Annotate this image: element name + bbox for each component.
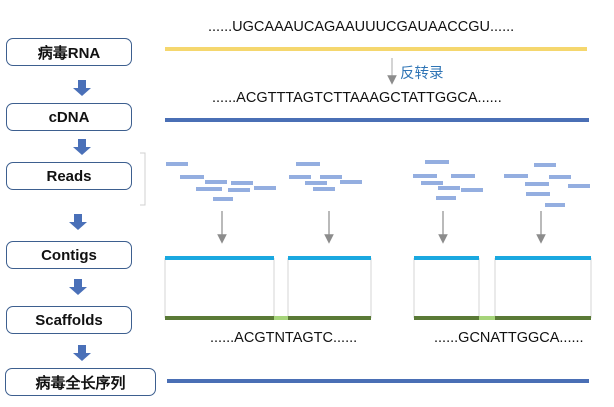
read-fragment xyxy=(461,188,483,192)
read-fragment xyxy=(425,160,449,164)
step-contigs: Contigs xyxy=(6,241,132,269)
read-fragment xyxy=(289,175,311,179)
read-fragment xyxy=(320,175,342,179)
contig-bar xyxy=(414,256,479,260)
read-fragment xyxy=(421,181,443,185)
read-fragment xyxy=(205,180,227,184)
scaffold-gap xyxy=(274,316,288,320)
read-fragment xyxy=(180,175,204,179)
read-fragment xyxy=(231,181,253,185)
step-viral-rna: 病毒RNA xyxy=(6,38,132,66)
scaffold-bar xyxy=(165,316,274,320)
step-arrow-4 xyxy=(69,279,87,295)
step-arrow-5 xyxy=(73,345,91,361)
scaffold-right-sequence-text: ......GCNATTGGCA...... xyxy=(434,330,584,346)
scaffold-bar xyxy=(414,316,479,320)
read-fragment xyxy=(451,174,475,178)
step-arrow-3 xyxy=(69,214,87,230)
read-fragment xyxy=(196,187,222,191)
contigs xyxy=(165,256,591,260)
scaffolds xyxy=(165,316,591,320)
contig-bar xyxy=(288,256,371,260)
read-fragment xyxy=(436,196,456,200)
read-fragment xyxy=(313,187,335,191)
contig-bar xyxy=(495,256,591,260)
step-arrows xyxy=(69,80,91,361)
step-cdna: cDNA xyxy=(6,103,132,131)
read-fragment xyxy=(254,186,276,190)
step-arrow-2 xyxy=(73,139,91,155)
read-fragment xyxy=(296,162,320,166)
scaffold-bar xyxy=(495,316,591,320)
scaffold-bar xyxy=(288,316,371,320)
reads-to-contigs-arrows xyxy=(217,211,546,244)
step-full-genome: 病毒全长序列 xyxy=(5,368,156,396)
read-fragment xyxy=(568,184,590,188)
read-fragment xyxy=(534,163,556,167)
step-reads: Reads xyxy=(6,162,132,190)
read-fragment xyxy=(166,162,188,166)
read-fragment xyxy=(525,182,549,186)
reverse-transcription-label: 反转录 xyxy=(400,66,444,82)
step-arrow-1 xyxy=(73,80,91,96)
read-fragment xyxy=(213,197,233,201)
read-fragment xyxy=(438,186,460,190)
read-fragment xyxy=(549,175,571,179)
reads-bracket xyxy=(140,152,146,206)
reads-group xyxy=(166,160,590,207)
rna-sequence-text: ......UGCAAAUCAGAAUUUCGAUAACCGU...... xyxy=(208,19,515,35)
scaffold-left-sequence-text: ......ACGTNTAGTC...... xyxy=(210,330,358,346)
read-fragment xyxy=(305,181,327,185)
read-fragment xyxy=(545,203,565,207)
read-fragment xyxy=(526,192,550,196)
step-scaffolds: Scaffolds xyxy=(6,306,132,334)
scaffold-gap xyxy=(479,316,495,320)
read-fragment xyxy=(228,188,250,192)
read-fragment xyxy=(413,174,437,178)
contig-bar xyxy=(165,256,274,260)
read-fragment xyxy=(504,174,528,178)
cdna-sequence-text: ......ACGTTTAGTCTTAAAGCTATTGGCA...... xyxy=(212,90,502,106)
read-fragment xyxy=(340,180,362,184)
contig-connectors xyxy=(164,258,592,318)
